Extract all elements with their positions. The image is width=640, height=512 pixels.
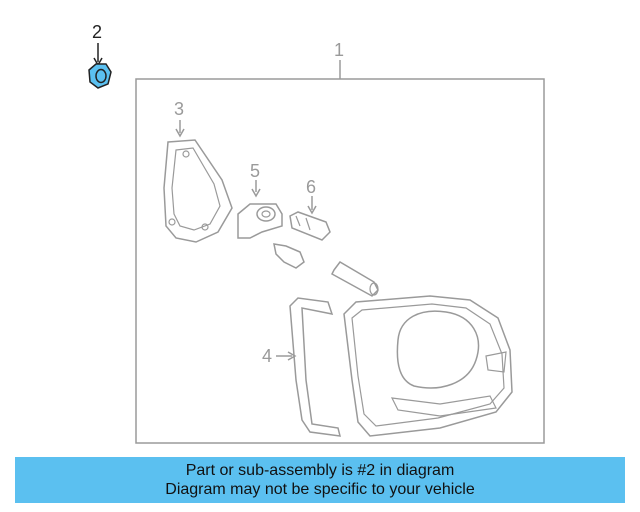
callout-3: 3: [174, 99, 185, 119]
part-5-socket: [237, 180, 305, 269]
assembly-frame: [135, 78, 545, 444]
info-banner: Part or sub-assembly is #2 in diagram Di…: [15, 457, 625, 503]
callout-1: 1: [334, 40, 345, 60]
callout-6: 6: [306, 177, 317, 197]
banner-line-1: Part or sub-assembly is #2 in diagram: [185, 462, 455, 479]
part-2-nut[interactable]: [88, 43, 112, 89]
parts-diagram: [88, 43, 545, 444]
part-3-gasket: [163, 120, 233, 243]
banner-line-2: Diagram may not be specific to your vehi…: [165, 481, 475, 498]
part-4-bracket: [276, 297, 341, 437]
part-6-bulb: [289, 196, 331, 241]
callout-2: 2: [92, 22, 103, 42]
tail-lamp-lens: [343, 295, 513, 437]
callout-5: 5: [250, 161, 261, 181]
callout-4: 4: [262, 346, 273, 366]
small-bulb: [331, 261, 379, 297]
